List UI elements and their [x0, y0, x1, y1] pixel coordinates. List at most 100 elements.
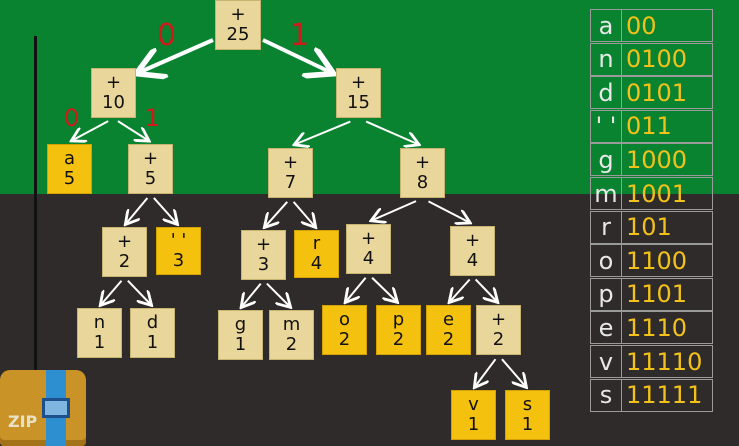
- code-table-char: o: [590, 244, 622, 278]
- code-table-char: ' ': [590, 109, 622, 143]
- node-weight: 8: [416, 172, 429, 193]
- node-weight: 4: [362, 248, 375, 269]
- node-label: +: [255, 234, 272, 255]
- code-table-code: 0100: [622, 42, 713, 76]
- node-label: p: [392, 309, 405, 330]
- node-weight: 2: [338, 329, 351, 350]
- code-table-char: m: [590, 177, 622, 210]
- node-label: +: [105, 72, 122, 93]
- edge-n4a-p2: [371, 277, 396, 301]
- node-label: +: [360, 228, 377, 249]
- node-weight: 1: [521, 414, 534, 435]
- node-weight: 7: [284, 172, 297, 193]
- edge-n5-sp3: [153, 197, 176, 223]
- code-table-char: e: [590, 311, 622, 345]
- code-table-code: 11110: [622, 345, 713, 378]
- node-label: m: [282, 314, 301, 335]
- node-label: +: [490, 309, 507, 330]
- edge-n7-r4: [292, 201, 315, 226]
- tree-node-sp3: ' '3: [156, 227, 201, 275]
- zip-label: ZIP: [8, 412, 38, 431]
- code-table-code: 1100: [622, 244, 713, 278]
- node-weight: 2: [118, 251, 131, 272]
- node-label: +: [282, 152, 299, 173]
- tree-node-n2: +2: [102, 227, 147, 277]
- code-table-code: 00: [622, 9, 713, 42]
- node-label: d: [146, 312, 159, 333]
- code-table-char: g: [590, 143, 622, 177]
- node-label: s: [522, 394, 533, 415]
- node-weight: 10: [102, 92, 125, 113]
- node-label: n: [93, 312, 106, 333]
- node-weight: 2: [392, 329, 405, 350]
- bit-label-n10-left: 0: [64, 104, 80, 132]
- edge-n15-n8: [365, 120, 417, 144]
- vertical-divider-line: [34, 36, 37, 376]
- node-label: e: [442, 309, 455, 330]
- node-weight: 5: [144, 168, 157, 189]
- edge-n4a-o2: [346, 277, 367, 301]
- code-table-char: s: [590, 378, 622, 412]
- tree-node-n4a: +4: [346, 224, 391, 274]
- code-table-char: n: [590, 42, 622, 76]
- tree-node-n7: +7: [268, 148, 313, 198]
- tree-node-n3: +3: [241, 230, 286, 280]
- node-weight: 1: [93, 332, 106, 353]
- edge-n8-n4a: [373, 200, 417, 220]
- node-label: r: [312, 233, 321, 254]
- edge-n2-d1: [127, 280, 150, 304]
- node-label: o: [338, 309, 350, 330]
- code-table-char: v: [590, 345, 622, 378]
- edge-n5-n2: [127, 197, 149, 223]
- code-table-code: 1110: [622, 311, 713, 345]
- node-label: +: [414, 152, 431, 173]
- node-weight: 2: [442, 329, 455, 350]
- edge-n10-a5: [73, 120, 109, 140]
- node-weight: 1: [467, 414, 480, 435]
- node-weight: 3: [257, 254, 270, 275]
- edge-n4b-n2b: [474, 278, 497, 301]
- tree-node-n4b: +4: [450, 226, 495, 276]
- edge-n4b-e2: [450, 278, 471, 301]
- node-label: +: [230, 4, 246, 25]
- bit-label-root-right: 1: [290, 18, 310, 53]
- bit-label-root-left: 0: [157, 18, 177, 53]
- node-weight: 25: [226, 24, 250, 45]
- node-label: +: [142, 148, 159, 169]
- code-table-char: a: [590, 9, 622, 42]
- edge-n15-n7: [296, 120, 351, 144]
- node-weight: 1: [234, 334, 247, 355]
- edge-root-n10: [140, 38, 214, 72]
- edge-n2b-s1: [501, 358, 525, 386]
- node-weight: 3: [172, 250, 185, 271]
- node-label: v: [468, 394, 479, 415]
- code-table-code: 1000: [622, 143, 713, 177]
- edge-n2-nn1: [102, 280, 123, 304]
- node-weight: 4: [466, 250, 479, 271]
- code-table-char: r: [590, 210, 622, 244]
- code-table-code: 11111: [622, 378, 713, 412]
- node-label: g: [234, 314, 247, 335]
- node-label: +: [116, 231, 133, 252]
- edge-n8-n4b: [428, 200, 469, 222]
- code-table-code: 011: [622, 109, 713, 143]
